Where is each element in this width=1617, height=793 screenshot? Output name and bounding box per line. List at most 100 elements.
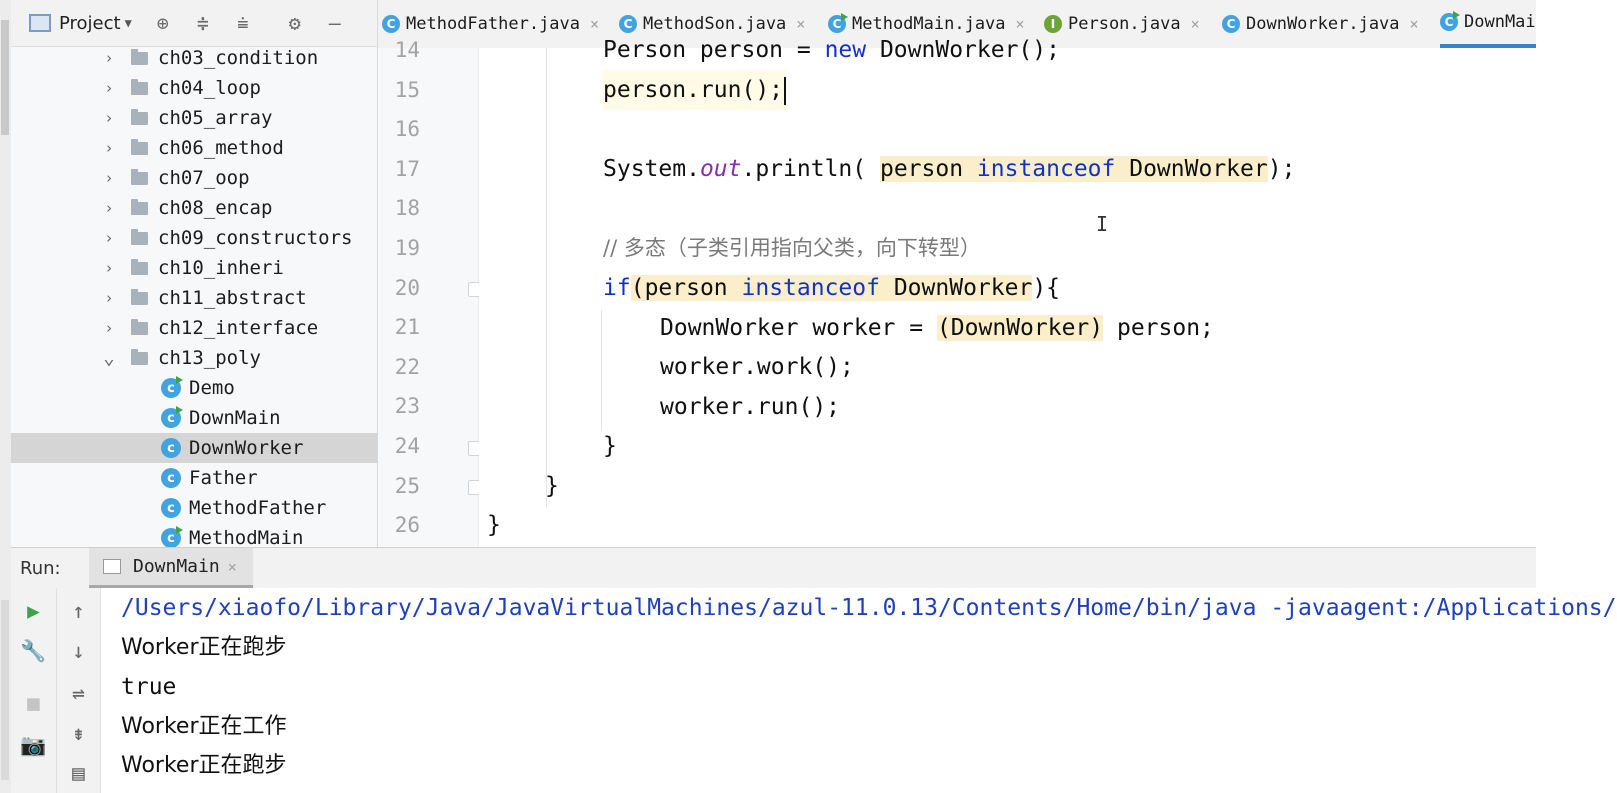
chevron-right-icon[interactable]: ›	[104, 79, 114, 97]
run-label: Run:	[20, 557, 61, 579]
chevron-down-icon[interactable]: ⌄	[103, 347, 115, 369]
gear-icon[interactable]: ⚙	[288, 11, 301, 35]
indent-guide	[546, 48, 547, 508]
folder-icon	[131, 318, 148, 335]
code-line-25: }	[545, 473, 559, 499]
tree-item-label: ch10_inheri	[158, 257, 284, 279]
collapse-all-icon[interactable]: ⩧	[236, 11, 249, 35]
tree-item[interactable]: ›ch11_abstract	[11, 283, 377, 313]
class-icon: C	[1440, 11, 1460, 31]
chevron-right-icon[interactable]: ›	[104, 319, 114, 337]
runnable-class-icon: c	[161, 406, 183, 428]
class-icon: C	[828, 13, 848, 33]
chevron-right-icon[interactable]: ›	[104, 169, 114, 187]
chevron-right-icon[interactable]: ›	[104, 289, 114, 307]
structure-tool-tab[interactable]	[1, 600, 9, 780]
chevron-right-icon[interactable]: ›	[104, 139, 114, 157]
console-output[interactable]: /Users/xiaofo/Library/Java/JavaVirtualMa…	[101, 588, 1617, 793]
code-line-24: }	[603, 433, 617, 459]
editor-tab-label: MethodMain.java	[852, 14, 1006, 34]
close-icon[interactable]: ×	[1409, 15, 1419, 33]
tree-item[interactable]: ›ch12_interface	[11, 313, 377, 343]
tree-item-label: MethodMain	[189, 527, 304, 549]
tree-item[interactable]: › ch09_constructors	[11, 223, 377, 253]
rerun-icon[interactable]: ▶	[27, 599, 40, 623]
project-title: Project	[59, 12, 121, 34]
tree-item-label: ch09_constructors	[158, 227, 353, 249]
editor-tab-label: DownWorker.java	[1246, 14, 1400, 34]
wrench-icon[interactable]: 🔧	[20, 638, 47, 663]
chevron-right-icon[interactable]: ›	[104, 199, 114, 217]
project-view-selector[interactable]: Project ▼	[29, 13, 132, 34]
folder-icon	[131, 78, 148, 95]
code-line-17: System.out.println( person instanceof Do…	[603, 156, 1296, 182]
tree-item[interactable]: ›ch05_array	[11, 103, 377, 133]
text-caret	[784, 76, 787, 105]
class-icon: C	[619, 15, 637, 33]
class-icon: C	[382, 15, 400, 33]
close-icon[interactable]: ×	[796, 15, 806, 33]
chevron-right-icon[interactable]: ›	[104, 109, 114, 127]
stop-icon[interactable]: ■	[27, 691, 40, 715]
chevron-right-icon[interactable]: ›	[104, 259, 114, 277]
soft-wrap-icon[interactable]: ⇌	[72, 681, 85, 705]
editor-tab[interactable]: C DownWorker.java ×	[1222, 0, 1419, 48]
tree-item[interactable]: › ch06_method	[11, 133, 377, 163]
code-line-26: }	[487, 512, 501, 538]
mouse-ibeam-cursor: I	[1096, 212, 1109, 236]
console-line: Worker正在跑步	[121, 635, 287, 660]
code-editor[interactable]: Person person = new DownWorker(); person…	[479, 37, 1536, 547]
code-line-20: if(person instanceof DownWorker){	[603, 275, 1061, 301]
tree-item[interactable]: › ch07_oop	[11, 163, 377, 193]
run-tab-downmain[interactable]: DownMain ×	[89, 548, 253, 588]
code-line-23: worker.run();	[660, 394, 841, 420]
code-line-15: person.run();	[603, 70, 787, 110]
project-tool-tab[interactable]	[1, 20, 9, 135]
locate-icon[interactable]: ⊕	[156, 11, 169, 35]
chevron-right-icon[interactable]: ›	[104, 229, 114, 247]
tree-item-label: ch04_loop	[158, 77, 261, 99]
tree-item[interactable]: ›ch03_condition	[11, 43, 377, 73]
tree-item-label: ch06_method	[158, 137, 284, 159]
scroll-to-end-icon[interactable]: ⇟	[72, 721, 85, 745]
code-line-22: worker.work();	[660, 354, 854, 380]
class-icon: C	[1222, 15, 1240, 33]
line-number: 14	[394, 38, 420, 62]
runnable-class-icon: c	[161, 526, 183, 548]
editor-tab-label: DownMai	[1464, 12, 1536, 32]
camera-icon[interactable]: 📷	[20, 732, 47, 757]
expand-all-icon[interactable]: ≑	[196, 11, 209, 35]
code-line-19-comment: // 多态（子类引用指向父类，向下转型）	[603, 236, 981, 260]
tree-item[interactable]: › ch04_loop	[11, 73, 377, 103]
tree-item[interactable]: › ch10_inheri	[11, 253, 377, 283]
close-icon[interactable]: ×	[227, 557, 237, 576]
print-icon[interactable]: ▤	[72, 761, 85, 785]
editor-tab-label: Person.java	[1068, 14, 1181, 34]
chevron-right-icon[interactable]: ›	[104, 49, 114, 67]
close-icon[interactable]: ×	[1015, 15, 1025, 33]
arrow-up-icon[interactable]: ↑	[72, 599, 85, 623]
tree-item[interactable]: ⌄ch13_poly	[11, 343, 377, 373]
minimize-icon[interactable]: —	[328, 11, 341, 35]
arrow-down-icon[interactable]: ↓	[72, 639, 85, 663]
code-line-14: Person person = new DownWorker();	[603, 37, 1060, 63]
line-number: 17	[394, 156, 420, 181]
tree-item[interactable]: ›ch08_encap	[11, 193, 377, 223]
tree-item-label: ch07_oop	[158, 167, 250, 189]
tree-item[interactable]: c MethodMain	[11, 523, 377, 553]
line-number: 21	[394, 315, 420, 340]
close-icon[interactable]: ×	[1190, 15, 1200, 33]
close-icon[interactable]: ×	[590, 15, 600, 33]
line-number: 16	[394, 117, 420, 142]
